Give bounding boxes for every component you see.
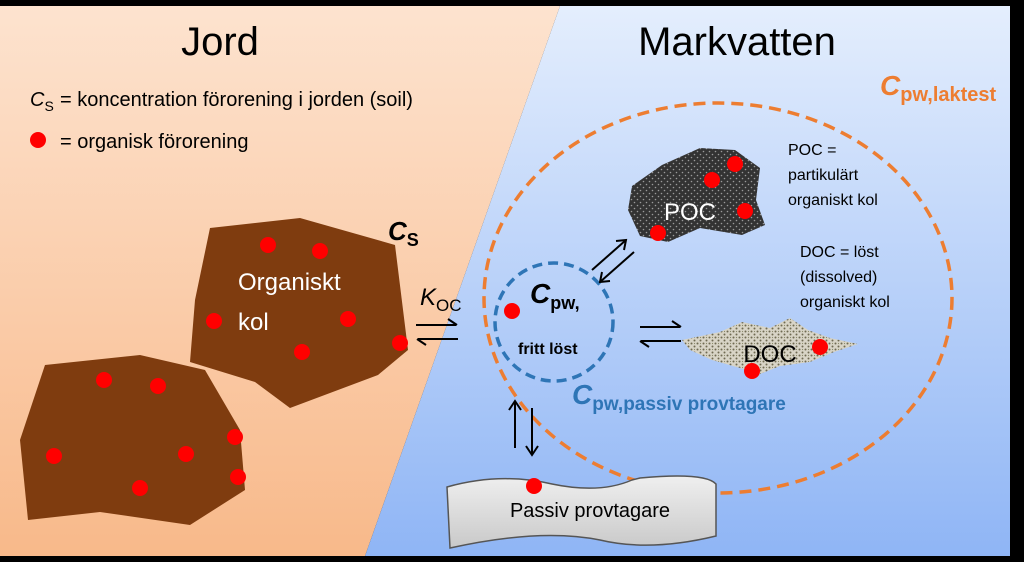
doc-definition-line2: (dissolved) — [800, 269, 877, 286]
pollutant-dot — [230, 469, 246, 485]
soil-title: Jord — [181, 20, 259, 64]
pollutant-dot — [737, 203, 753, 219]
legend-cs-text: = koncentration förorening i jorden (soi… — [60, 89, 413, 111]
cpw-free-text: fritt löst — [518, 341, 578, 358]
doc-cloud — [682, 318, 858, 374]
legend-dot-text: = organisk förorening — [60, 131, 248, 153]
koc-label: KOC — [420, 284, 462, 315]
pollutant-dot — [294, 344, 310, 360]
pollutant-dot — [260, 237, 276, 253]
pollutant-dot — [46, 448, 62, 464]
pollutant-dot — [312, 243, 328, 259]
passive-sampler-label: Passiv provtagare — [510, 500, 670, 522]
pollutant-dot — [392, 335, 408, 351]
poc-particle — [628, 148, 765, 242]
water-background — [365, 6, 1010, 556]
doc-pollutant-dots — [744, 339, 828, 379]
pollutant-dot — [227, 429, 243, 445]
cpw-free-label: Cpw, — [530, 278, 580, 313]
pollutant-dot — [727, 156, 743, 172]
doc-definition-line1: DOC = löst — [800, 244, 879, 261]
organic-carbon-label-line2: kol — [238, 309, 269, 336]
laktest-boundary — [482, 101, 954, 495]
doc-definition-line3: organiskt kol — [800, 294, 890, 311]
organic-carbon-label-line1: Organiskt — [238, 269, 341, 296]
cpw-laktest-label: Cpw,laktest — [880, 70, 997, 106]
doc-equilibrium-arrows — [639, 320, 682, 348]
organic-carbon-particle-upper — [190, 218, 408, 408]
pollutant-dot — [704, 172, 720, 188]
pollutant-dot — [96, 372, 112, 388]
free-dissolved-boundary — [493, 261, 615, 383]
poc-pollutant-dots — [650, 156, 753, 241]
pollutant-dot — [744, 363, 760, 379]
passive-sampler — [446, 475, 717, 549]
pollutant-dot — [178, 446, 194, 462]
koc-equilibrium-arrows — [416, 318, 458, 346]
legend-pollutant-dot — [30, 132, 46, 148]
pollutant-dot — [206, 313, 222, 329]
organic-carbon-particle-lower — [20, 355, 245, 525]
poc-definition-line3: organiskt kol — [788, 192, 878, 209]
pollutant-dot — [526, 478, 542, 494]
pollutant-dot — [504, 303, 520, 319]
cs-label: CS — [388, 216, 419, 250]
poc-label: POC — [664, 199, 716, 226]
soil-pollutant-dots — [46, 237, 408, 496]
poc-definition-line1: POC = — [788, 142, 836, 159]
pollutant-dot — [340, 311, 356, 327]
sampler-equilibrium-arrows — [508, 399, 539, 457]
poc-definition-line2: partikulärt — [788, 167, 859, 184]
pollutant-dot — [132, 480, 148, 496]
pollutant-dot — [812, 339, 828, 355]
legend-cs-symbol: CS — [30, 89, 54, 114]
poc-equilibrium-arrows — [591, 238, 635, 284]
pollutant-dot — [150, 378, 166, 394]
water-title: Markvatten — [638, 20, 836, 64]
cpw-passive-label: Cpw,passiv provtagare — [572, 379, 786, 415]
pollutant-dot — [650, 225, 666, 241]
